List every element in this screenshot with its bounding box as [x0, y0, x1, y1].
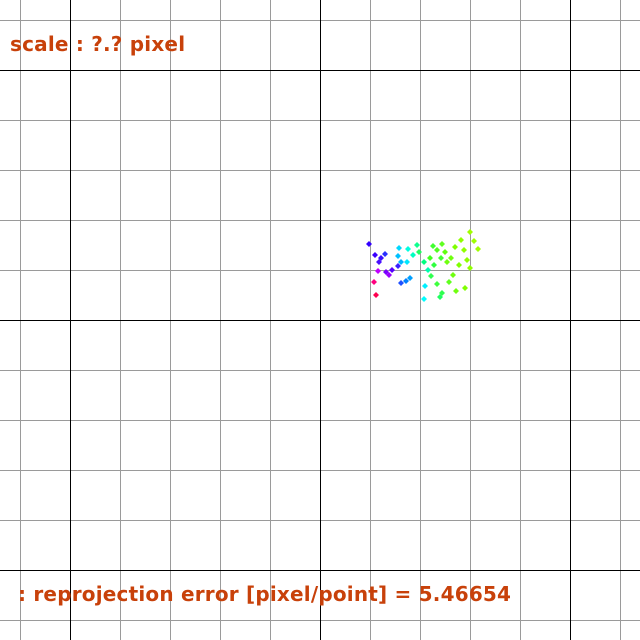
- feature-point: [452, 244, 458, 250]
- feature-point: [373, 292, 379, 298]
- feature-point: [396, 245, 402, 251]
- feature-point: [446, 279, 452, 285]
- feature-point: [382, 251, 388, 257]
- feature-point: [421, 296, 427, 302]
- feature-point: [366, 241, 372, 247]
- feature-point: [444, 259, 450, 265]
- feature-point: [438, 255, 444, 261]
- point-cloud: [366, 229, 481, 302]
- feature-point: [428, 273, 434, 279]
- feature-point: [386, 272, 392, 278]
- feature-point: [461, 247, 467, 253]
- feature-point: [442, 249, 448, 255]
- feature-point: [431, 262, 437, 268]
- reprojection-error-label: : reprojection error [pixel/point] = 5.4…: [18, 582, 512, 606]
- feature-point: [439, 241, 445, 247]
- feature-point: [427, 255, 433, 261]
- feature-point: [475, 246, 481, 252]
- feature-point: [456, 262, 462, 268]
- feature-point: [464, 257, 470, 263]
- feature-point: [403, 278, 409, 284]
- scale-label: scale : ?.? pixel: [10, 32, 186, 56]
- feature-point: [395, 253, 401, 259]
- feature-point: [410, 252, 416, 258]
- feature-point: [434, 247, 440, 253]
- feature-point: [398, 259, 404, 265]
- feature-point: [434, 281, 440, 287]
- feature-point: [453, 288, 459, 294]
- feature-point: [371, 279, 377, 285]
- feature-point: [430, 243, 436, 249]
- feature-point: [467, 229, 473, 235]
- feature-point: [404, 259, 410, 265]
- feature-point: [450, 272, 456, 278]
- feature-point: [425, 267, 431, 273]
- feature-point: [421, 259, 427, 265]
- feature-point: [372, 252, 378, 258]
- feature-point: [462, 285, 468, 291]
- feature-point: [416, 249, 422, 255]
- feature-point: [405, 246, 411, 252]
- feature-point: [389, 267, 395, 273]
- feature-point: [448, 255, 454, 261]
- feature-point: [407, 275, 413, 281]
- feature-point: [375, 268, 381, 274]
- feature-point: [422, 283, 428, 289]
- feature-point: [395, 263, 401, 269]
- feature-point: [471, 238, 477, 244]
- feature-point: [378, 255, 384, 261]
- feature-point: [414, 242, 420, 248]
- feature-point: [398, 280, 404, 286]
- feature-point: [437, 294, 443, 300]
- feature-point: [467, 265, 473, 271]
- feature-point: [458, 237, 464, 243]
